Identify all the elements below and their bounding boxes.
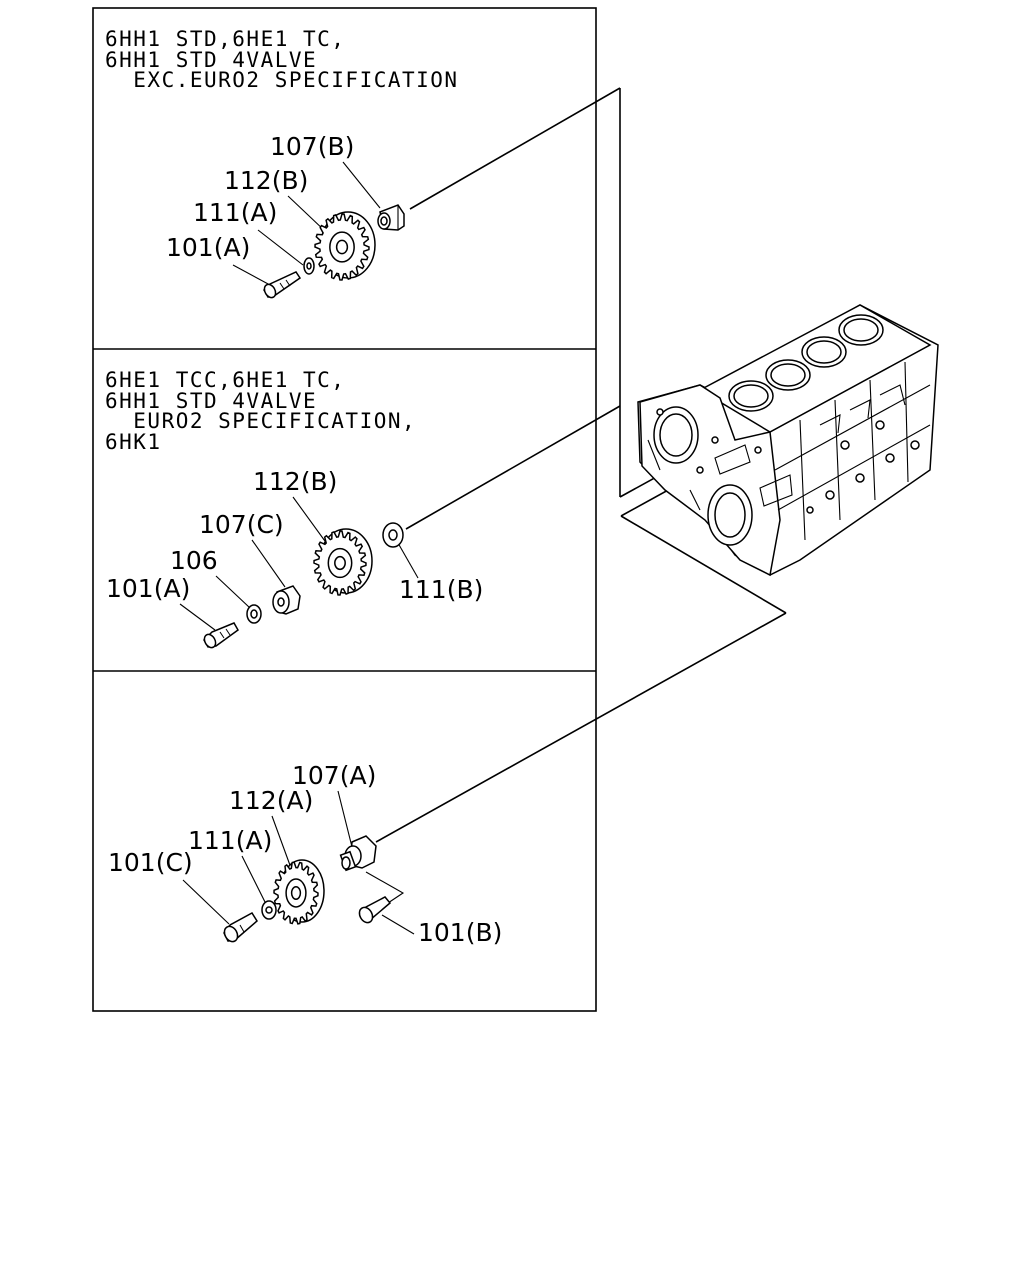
callout-111a: 111(A) (193, 198, 277, 227)
bolt-icon (223, 912, 258, 943)
connector-line-2 (405, 405, 621, 530)
connector-line-1 (409, 87, 621, 210)
callout-107c: 107(C) (199, 510, 284, 539)
bolt-icon (203, 622, 239, 649)
flanged-shaft-icon (339, 835, 377, 872)
gear-icon (314, 211, 376, 281)
callout-107b: 107(B) (270, 132, 354, 161)
leader-112a (271, 815, 292, 869)
bolt-icon (263, 271, 302, 299)
leader-111a (241, 855, 266, 903)
leader-107b (342, 161, 381, 209)
callout-112a: 112(A) (229, 786, 313, 815)
callout-101b: 101(B) (418, 918, 502, 947)
shaft-icon (377, 204, 405, 231)
washer-icon (303, 257, 315, 275)
panel-2-heading-line-3: EURO2 SPECIFICATION, (105, 409, 416, 433)
panel-1-heading-line-3: EXC.EURO2 SPECIFICATION (105, 68, 459, 92)
leader-111b (397, 542, 419, 579)
callout-111b: 111(B) (399, 575, 483, 604)
washer-icon (246, 604, 262, 624)
gear-icon (313, 528, 373, 596)
panel-2-heading-line-4: 6HK1 (105, 430, 162, 454)
gear-icon (273, 859, 325, 925)
bolt-icon (358, 896, 392, 924)
washer-icon (382, 522, 404, 548)
panel-1: 6HH1 STD,6HE1 TC, 6HH1 STD 4VALVE EXC.EU… (105, 27, 621, 299)
panels-frame (92, 7, 597, 1012)
panel-2-heading-line-1: 6HE1 TCC,6HE1 TC, (105, 368, 345, 392)
leader-112b (292, 496, 331, 549)
leader-101b (381, 914, 415, 935)
callout-111a: 111(A) (188, 826, 272, 855)
leader-101a (232, 264, 271, 286)
callout-112b: 112(B) (253, 467, 337, 496)
leader-101c (182, 879, 230, 925)
callout-106: 106 (170, 546, 218, 575)
leader-101b-bracket (365, 871, 405, 906)
bushing-icon (272, 585, 301, 615)
leader-107c (251, 539, 286, 588)
panel-1-heading-line-1: 6HH1 STD,6HE1 TC, (105, 27, 345, 51)
leader-112b (287, 195, 327, 233)
callout-101c: 101(C) (108, 848, 193, 877)
callout-112b: 112(B) (224, 166, 308, 195)
callout-101a: 101(A) (106, 574, 190, 603)
bracket-line-bottom (620, 515, 787, 614)
panel-3: 107(A) 112(A) 111(A) 101(C) 101(B) (108, 612, 787, 947)
washer-icon (261, 900, 277, 920)
leader-106 (215, 575, 251, 609)
connector-line-3 (375, 612, 787, 843)
callout-107a: 107(A) (292, 761, 376, 790)
leader-111a (257, 229, 304, 266)
panel-2: 6HE1 TCC,6HE1 TC, 6HH1 STD 4VALVE EURO2 … (105, 368, 621, 649)
leader-101a (179, 603, 216, 631)
engine-block-icon (637, 304, 939, 577)
panel-2-heading-line-2: 6HH1 STD 4VALVE (105, 389, 317, 413)
callout-101a: 101(A) (166, 233, 250, 262)
panel-1-heading-line-2: 6HH1 STD 4VALVE (105, 48, 317, 72)
leader-107a (337, 790, 353, 848)
